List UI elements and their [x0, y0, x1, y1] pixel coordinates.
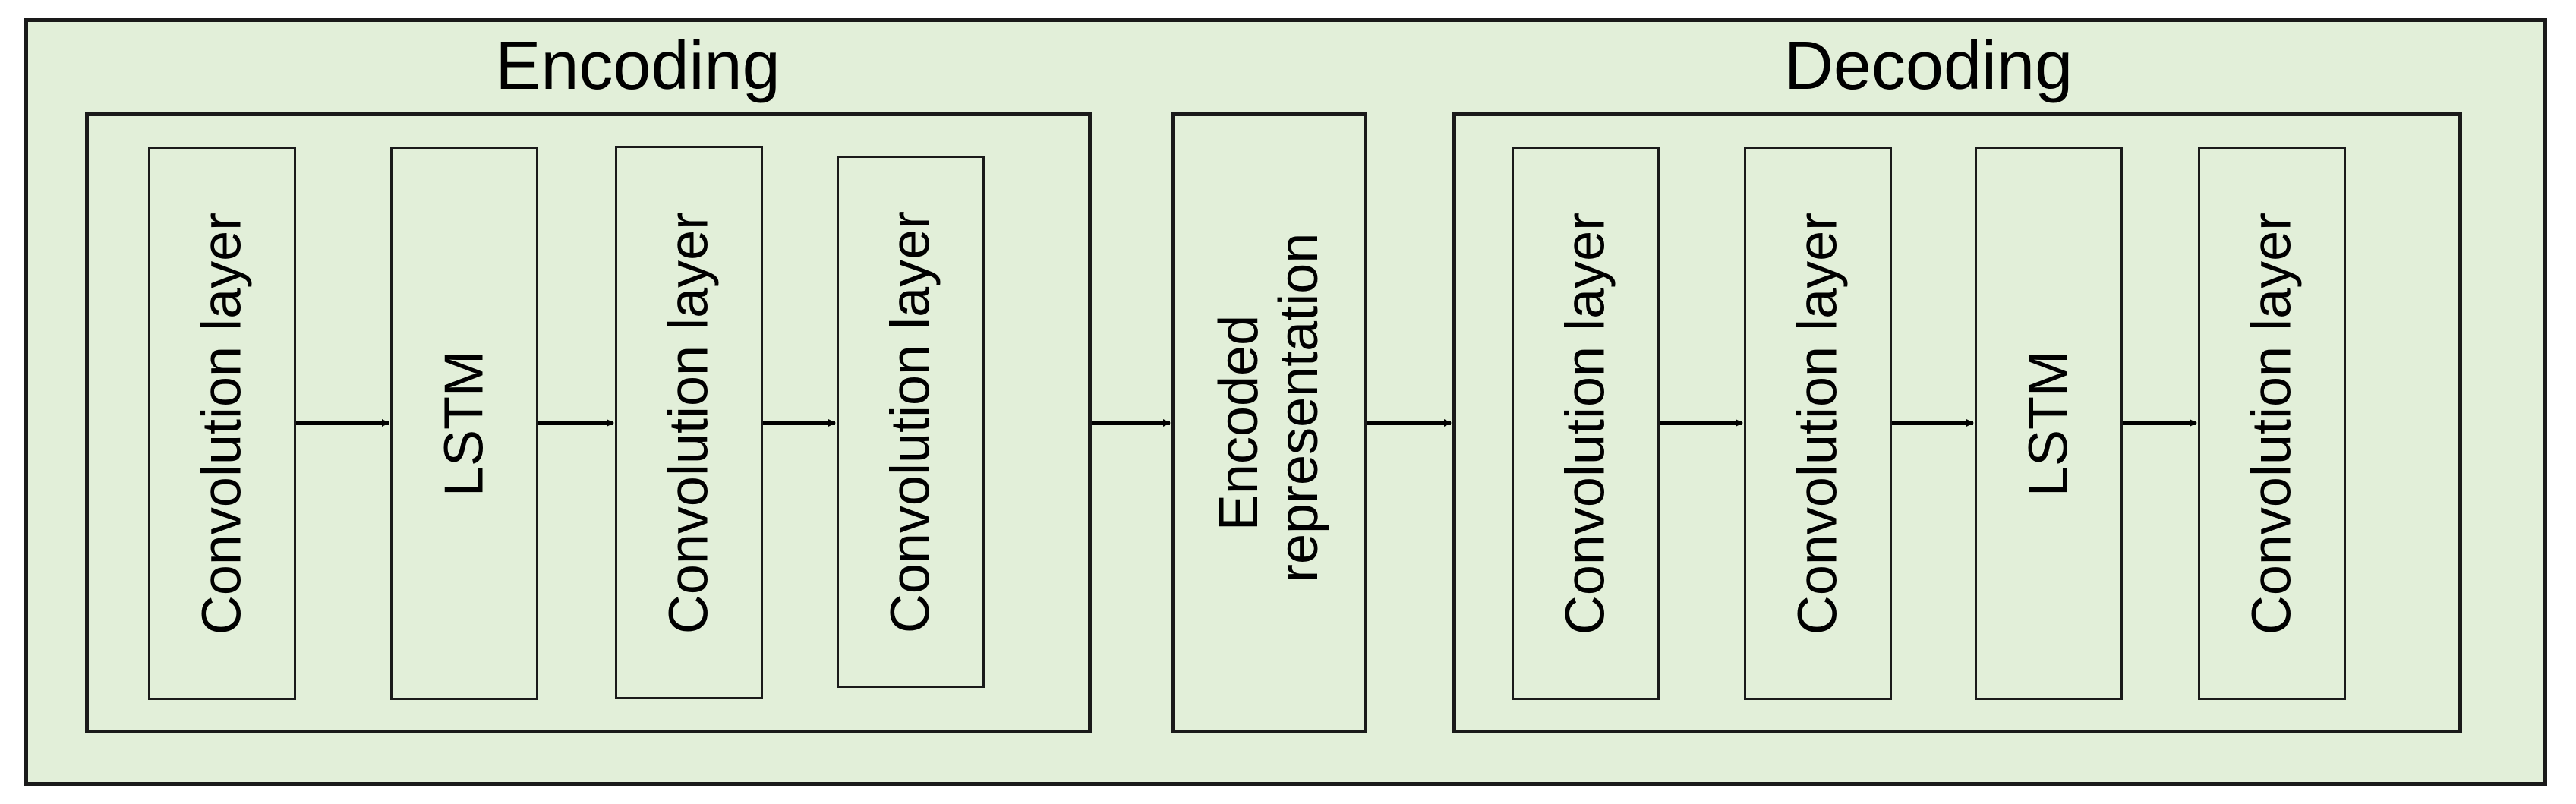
- decoding-group: [1452, 112, 2462, 733]
- encoding-layer-2: LSTM: [390, 147, 538, 700]
- decoding-layer-3: LSTM: [1975, 147, 2123, 700]
- encoding-group: [85, 112, 1092, 733]
- diagram-frame: [24, 18, 2547, 786]
- encoding-layer-3: Convolution layer: [615, 146, 763, 699]
- encoding-title: Encoding: [495, 28, 780, 104]
- decoding-layer-4: Convolution layer: [2198, 147, 2346, 700]
- decoding-layer-2: Convolution layer: [1744, 147, 1892, 700]
- decoding-title: Decoding: [1783, 28, 2073, 104]
- encoded-representation-block: Encoded representation: [1171, 112, 1367, 733]
- encoding-layer-4: Convolution layer: [837, 156, 985, 688]
- decoding-layer-1: Convolution layer: [1512, 147, 1660, 700]
- encoding-layer-1: Convolution layer: [148, 147, 296, 700]
